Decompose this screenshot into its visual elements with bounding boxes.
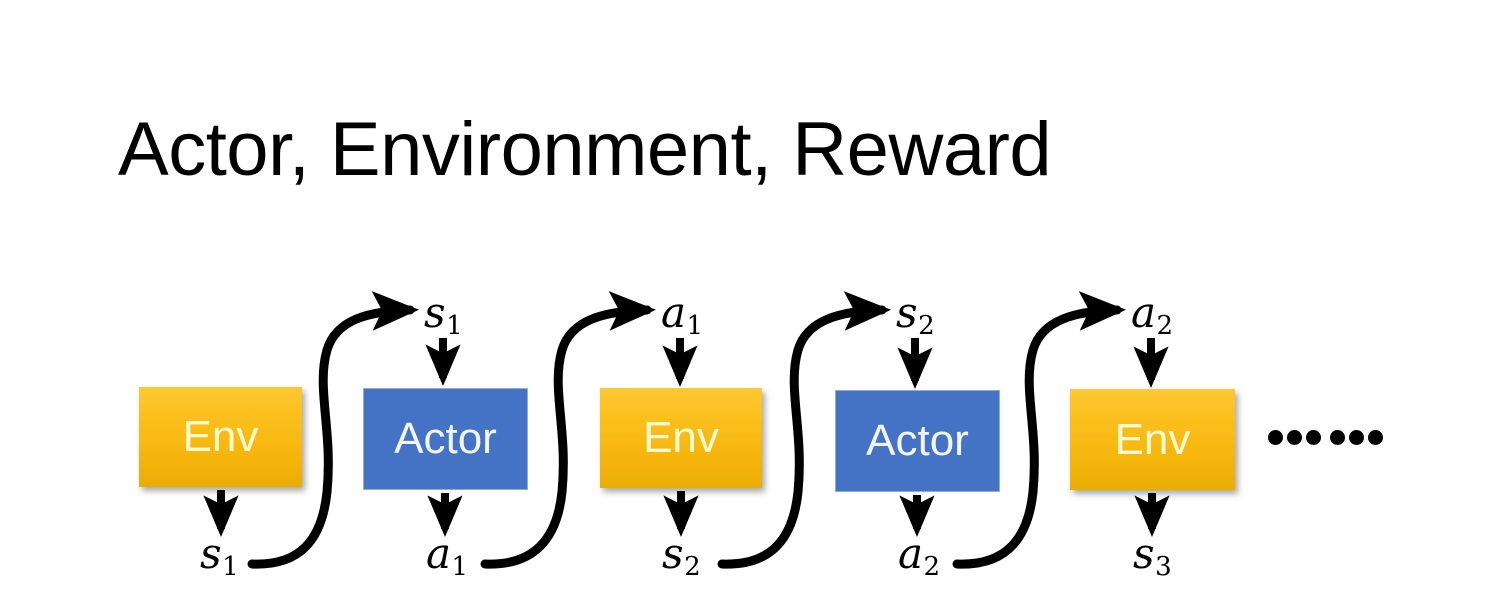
label-action-a1-top: a1 [661, 292, 704, 342]
ellipsis-dot [1368, 430, 1383, 445]
label-base: a [1131, 288, 1157, 337]
node-env-2[interactable]: Env [600, 388, 762, 488]
label-base: s [1133, 529, 1155, 578]
node-label: Env [182, 412, 259, 461]
label-base: s [424, 288, 446, 337]
label-subscript: 2 [684, 552, 701, 583]
ellipsis-dot [1287, 430, 1302, 445]
node-env-1[interactable]: Env [139, 387, 302, 487]
label-base: a [898, 529, 924, 578]
label-state-s1-top: s1 [424, 292, 463, 342]
label-subscript: 2 [1156, 311, 1174, 342]
label-subscript: 1 [451, 552, 469, 583]
node-label: Actor [866, 416, 969, 465]
ellipsis-dot [1268, 430, 1283, 445]
label-state-s1-bottom: s1 [200, 533, 239, 583]
ellipsis-dot [1306, 430, 1321, 445]
node-label: Env [643, 413, 719, 462]
label-base: s [662, 529, 684, 578]
label-state-s2-bottom: s2 [662, 533, 701, 583]
node-label: Env [1114, 414, 1191, 464]
node-actor-2[interactable]: Actor [835, 390, 1000, 492]
label-action-a1-bottom: a1 [426, 533, 469, 583]
label-subscript: 1 [446, 311, 463, 342]
label-state-s2-top: s2 [896, 292, 935, 342]
label-base: a [426, 529, 452, 578]
label-base: a [661, 288, 687, 337]
label-subscript: 1 [686, 311, 704, 342]
label-subscript: 2 [923, 552, 941, 583]
node-env-3[interactable]: Env [1070, 389, 1235, 490]
node-actor-1[interactable]: Actor [363, 388, 528, 490]
node-label: Actor [394, 414, 497, 463]
ellipsis-dot [1349, 430, 1364, 445]
label-base: s [200, 529, 222, 578]
arrows-into-box-tops [425, 338, 1169, 390]
label-subscript: 1 [222, 552, 239, 583]
label-subscript: 3 [1155, 552, 1172, 583]
arrows-out-of-box-bottoms [203, 490, 1170, 538]
label-state-s3-bottom: s3 [1133, 533, 1172, 583]
label-subscript: 2 [918, 311, 935, 342]
label-action-a2-bottom: a2 [898, 533, 941, 583]
ellipsis-dot [1330, 430, 1345, 445]
page-title: Actor, Environment, Reward [118, 107, 1052, 192]
label-action-a2-top: a2 [1131, 292, 1174, 342]
continuation-ellipsis [1268, 430, 1387, 445]
label-base: s [896, 288, 918, 337]
